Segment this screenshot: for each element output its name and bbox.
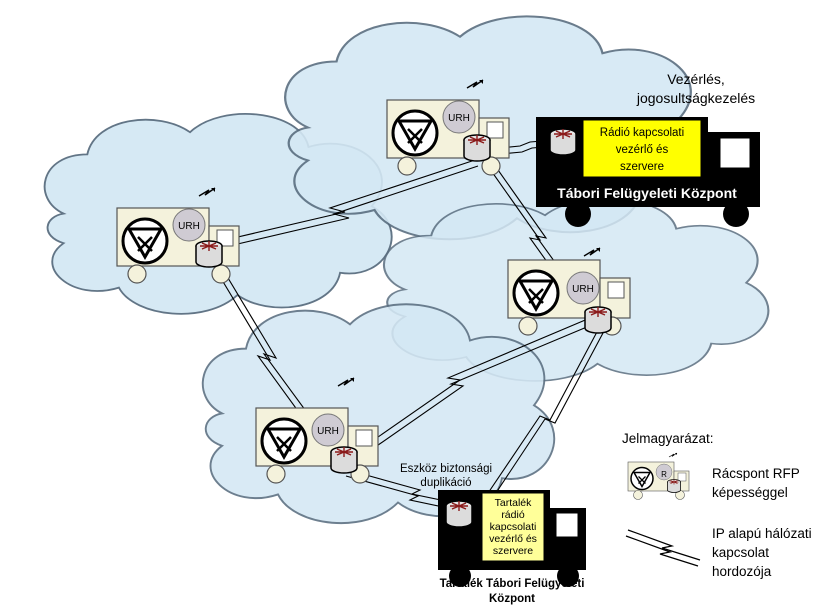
- urh-label-1: URH: [178, 221, 200, 232]
- link-left-bottom: [209, 259, 331, 456]
- link-bottom-right: [344, 317, 591, 461]
- legend-node-icon: [627, 452, 690, 500]
- control-label-line2: jogosultságkezelés: [636, 90, 755, 106]
- urh-label-4: URH: [317, 426, 339, 437]
- backup-box-line3: kapcsolati: [490, 521, 537, 533]
- legend-node-line2: képességgel: [712, 485, 788, 500]
- urh-label-3: URH: [572, 284, 594, 295]
- link-right-backup: [479, 329, 599, 506]
- node-truck-left: URH: [116, 187, 240, 284]
- main-control-truck: Rádió kapcsolati vezérlő és szervere Táb…: [536, 117, 760, 227]
- control-label-line1: Vezérlés,: [667, 71, 725, 87]
- node-truck-top: URH: [386, 79, 510, 176]
- duplication-line2: duplikáció: [420, 477, 471, 489]
- main-controller-box: [582, 119, 702, 178]
- main-box-line2: vezérlő és: [616, 144, 669, 156]
- legend-title: Jelmagyarázat:: [622, 431, 714, 446]
- backup-controller-box: [481, 492, 545, 562]
- main-box-line3: szervere: [620, 161, 664, 173]
- legend-link-line2: kapcsolat: [712, 545, 769, 560]
- lightning-link-icon: [625, 529, 701, 567]
- backup-box-line1: Tartalék: [495, 497, 533, 509]
- legend-link-line1: IP alapú hálózati: [712, 526, 812, 541]
- main-box-line1: Rádió kapcsolati: [600, 127, 684, 139]
- duplication-line1: Eszköz biztonsági: [400, 463, 492, 475]
- link-left-top: [224, 159, 476, 241]
- node-truck-right: URH: [507, 247, 631, 336]
- main-truck-caption: Tábori Felügyeleti Központ: [557, 185, 737, 201]
- backup-caption-line1: Tartalék Tábori Felügyeleti: [440, 578, 585, 590]
- backup-box-line2: rádió: [501, 509, 525, 521]
- legend-node-line1: Rácspont RFP: [712, 466, 800, 481]
- legend: Jelmagyarázat: R Rácspont RFP képességge…: [622, 431, 812, 579]
- backup-box-line5: szervere: [493, 545, 533, 557]
- backup-box-line4: vezérlő és: [489, 533, 537, 545]
- backup-caption-line2: Központ: [489, 593, 535, 605]
- node-truck-bottom: URH: [255, 377, 379, 484]
- urh-label-2: URH: [448, 113, 470, 124]
- backup-control-truck: Tartalék rádió kapcsolati vezérlő és sze…: [438, 490, 586, 587]
- legend-link-line3: hordozója: [712, 564, 772, 579]
- legend-node-badge: R: [661, 470, 667, 479]
